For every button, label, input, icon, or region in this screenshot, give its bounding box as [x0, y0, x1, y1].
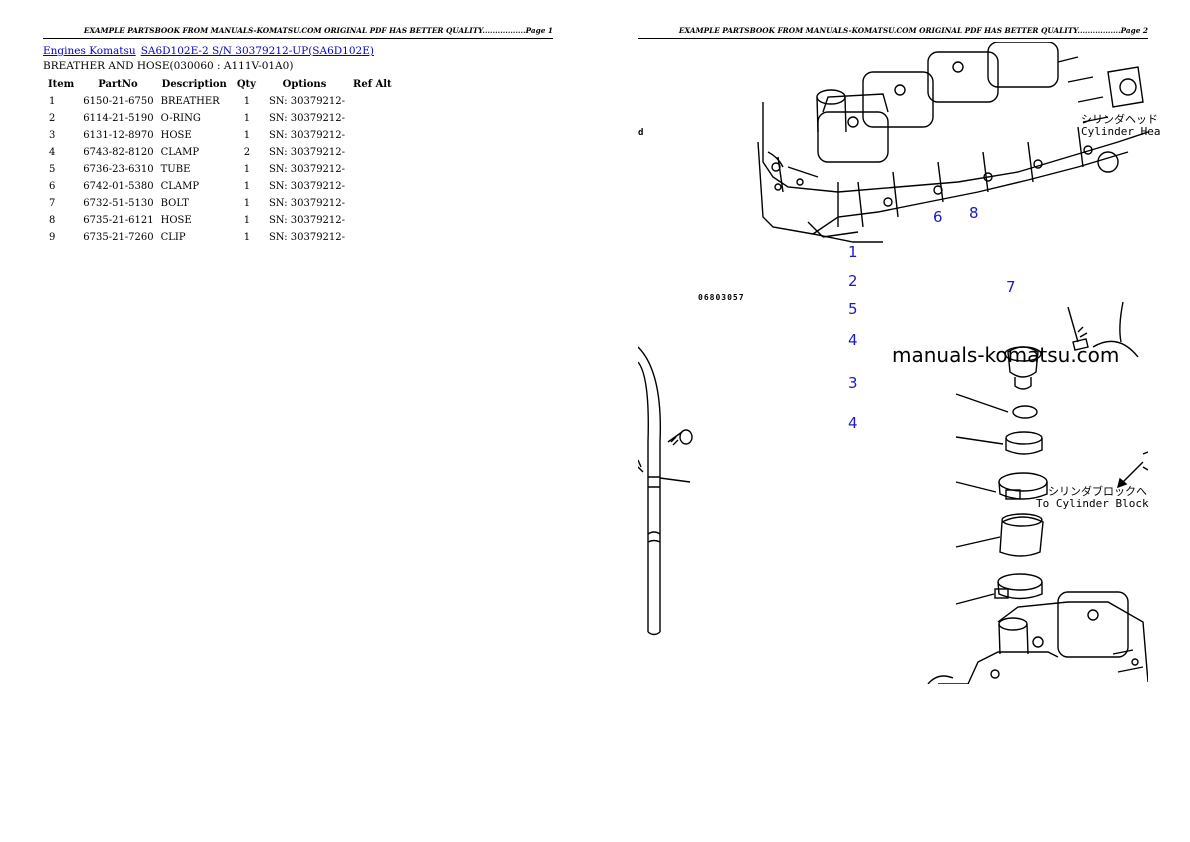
cell-qty: 1 [243, 215, 251, 226]
page-header: EXAMPLE PARTSBOOK FROM MANUALS-KOMATSU.C… [43, 26, 553, 39]
table-row: 7 6732-51-5130 BOLT 1 SN: 30379212- [43, 195, 397, 212]
cell-refalt [348, 144, 397, 161]
figure-number: 06803057 [698, 293, 745, 302]
parts-table: Item PartNo Description Qty Options Ref … [43, 76, 397, 246]
cell-options: SN: 30379212- [268, 215, 346, 226]
col-header-qty: Qty [236, 79, 256, 90]
callout-3: 3 [848, 374, 858, 392]
cell-options: SN: 30379212- [268, 164, 346, 175]
cell-qty: 1 [243, 164, 251, 175]
col-header-item: Item [48, 79, 75, 90]
col-header-partno: PartNo [98, 79, 138, 90]
callout-2: 2 [848, 272, 858, 290]
cell-qty: 1 [243, 198, 251, 209]
col-header-refalt: Ref Alt [353, 79, 392, 90]
callout-4: 4 [848, 331, 858, 349]
cell-item: 3 [49, 130, 56, 141]
callout-1: 1 [848, 243, 858, 261]
cell-options: SN: 30379212- [268, 181, 346, 192]
cell-refalt [348, 212, 397, 229]
edge-text: d [638, 128, 644, 138]
cell-item: 6 [49, 181, 56, 192]
cell-refalt [348, 229, 397, 246]
cell-description: O-RING [160, 113, 201, 124]
cell-item: 5 [49, 164, 56, 175]
col-header-options: Options [282, 79, 327, 90]
cell-description: TUBE [160, 164, 191, 175]
cell-refalt [348, 127, 397, 144]
cell-partno: 6735-21-6121 [83, 215, 154, 226]
table-row: 3 6131-12-8970 HOSE 1 SN: 30379212- [43, 127, 397, 144]
cell-partno: 6131-12-8970 [83, 130, 154, 141]
cell-options: SN: 30379212- [268, 147, 346, 158]
cell-description: CLIP [160, 232, 186, 243]
breadcrumb-link-model[interactable]: SA6D102E-2 S/N 30379212-UP(SA6D102E) [140, 45, 374, 57]
cell-description: HOSE [160, 130, 192, 141]
cylinder-head-label-en: Cylinder Hea [1081, 125, 1161, 138]
cell-refalt [348, 93, 397, 110]
cell-description: CLAMP [160, 181, 200, 192]
table-row: 1 6150-21-6750 BREATHER 1 SN: 30379212- [43, 93, 397, 110]
cell-options: SN: 30379212- [268, 130, 346, 141]
cylinder-head-label: シリンダヘッド Cylinder Hea [1081, 114, 1160, 138]
cell-qty: 1 [243, 181, 251, 192]
cell-partno: 6743-82-8120 [83, 147, 154, 158]
engine-drawing [638, 42, 1148, 684]
callout-5: 5 [848, 300, 858, 318]
table-row: 5 6736-23-6310 TUBE 1 SN: 30379212- [43, 161, 397, 178]
cell-partno: 6735-21-7260 [83, 232, 154, 243]
cell-description: BREATHER [160, 96, 220, 107]
cell-item: 4 [49, 147, 56, 158]
cell-refalt [348, 195, 397, 212]
section-title: BREATHER AND HOSE(030060 : A111V-01A0) [43, 60, 294, 72]
cell-refalt [348, 110, 397, 127]
cell-description: CLAMP [160, 147, 200, 158]
cell-partno: 6114-21-5190 [83, 113, 154, 124]
cylinder-block-label-en: To Cylinder Block [1036, 497, 1149, 510]
callout-8: 8 [969, 204, 979, 222]
col-header-description: Description [161, 79, 227, 90]
cylinder-head-label-jp: シリンダヘッド [1081, 113, 1158, 126]
page-2: EXAMPLE PARTSBOOK FROM MANUALS-KOMATSU.C… [595, 0, 1190, 842]
cell-options: SN: 30379212- [268, 113, 346, 124]
breadcrumb: Engines Komatsu SA6D102E-2 S/N 30379212-U… [43, 45, 374, 57]
cell-item: 1 [49, 96, 56, 107]
cell-partno: 6732-51-5130 [83, 198, 154, 209]
cylinder-block-label-jp: シリンダブロックへ [1048, 485, 1147, 498]
cell-item: 9 [49, 232, 56, 243]
page-1: EXAMPLE PARTSBOOK FROM MANUALS-KOMATSU.C… [43, 26, 553, 246]
cell-partno: 6736-23-6310 [83, 164, 154, 175]
cell-item: 2 [49, 113, 56, 124]
cell-qty: 2 [243, 147, 251, 158]
cell-qty: 1 [243, 96, 251, 107]
cell-qty: 1 [243, 113, 251, 124]
table-row: 9 6735-21-7260 CLIP 1 SN: 30379212- [43, 229, 397, 246]
cell-description: HOSE [160, 215, 192, 226]
cell-partno: 6742-01-5380 [83, 181, 154, 192]
cell-options: SN: 30379212- [268, 232, 346, 243]
watermark: manuals-komatsu.com [892, 343, 1120, 367]
table-row: 4 6743-82-8120 CLAMP 2 SN: 30379212- [43, 144, 397, 161]
cylinder-block-label: シリンダブロックへ To Cylinder Block [1036, 486, 1149, 510]
cell-refalt [348, 178, 397, 195]
callout-4b: 4 [848, 414, 858, 432]
breadcrumb-link-engines[interactable]: Engines Komatsu [43, 45, 136, 57]
cell-qty: 1 [243, 130, 251, 141]
parts-diagram: 1 2 5 4 3 4 6 8 7 シリンダヘッド Cylinder Hea シ… [638, 42, 1160, 684]
table-header-row: Item PartNo Description Qty Options Ref … [43, 76, 397, 93]
table-row: 2 6114-21-5190 O-RING 1 SN: 30379212- [43, 110, 397, 127]
cell-options: SN: 30379212- [268, 198, 346, 209]
cell-options: SN: 30379212- [268, 96, 346, 107]
cell-qty: 1 [243, 232, 251, 243]
callout-7: 7 [1006, 278, 1016, 296]
table-row: 6 6742-01-5380 CLAMP 1 SN: 30379212- [43, 178, 397, 195]
cell-refalt [348, 161, 397, 178]
callout-6: 6 [933, 208, 943, 226]
page-header: EXAMPLE PARTSBOOK FROM MANUALS-KOMATSU.C… [638, 26, 1148, 39]
cell-partno: 6150-21-6750 [83, 96, 154, 107]
table-row: 8 6735-21-6121 HOSE 1 SN: 30379212- [43, 212, 397, 229]
cell-item: 8 [49, 215, 56, 226]
cell-description: BOLT [160, 198, 189, 209]
cell-item: 7 [49, 198, 56, 209]
